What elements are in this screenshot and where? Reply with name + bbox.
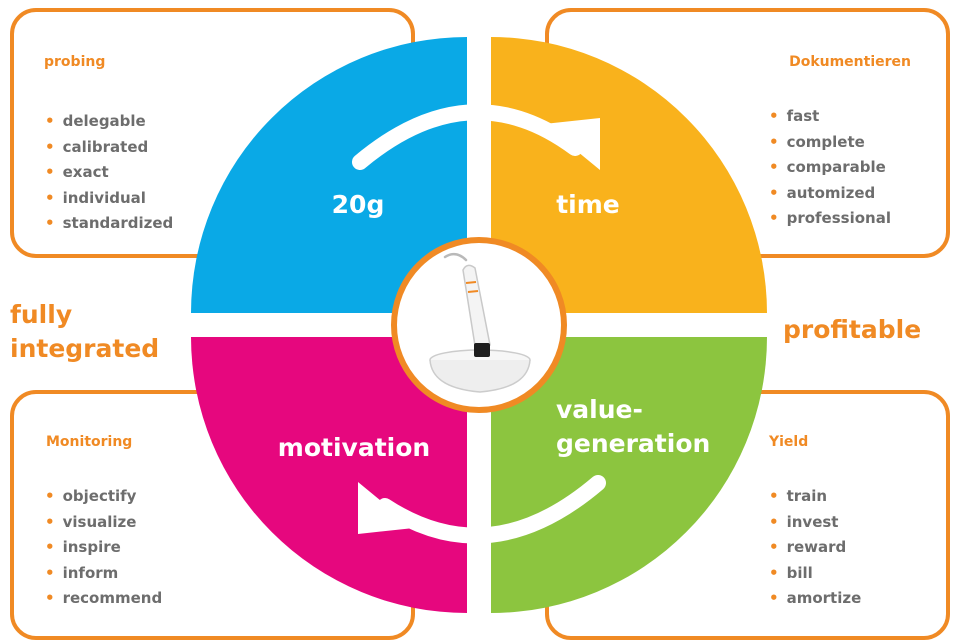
fully-integrated-line2: integrated [10, 334, 160, 363]
top-arrow-head [544, 118, 600, 170]
card-title-probing: probing [44, 54, 106, 70]
bottom-arrow-shaft [377, 475, 606, 544]
list-item: professional [769, 206, 891, 232]
yield-list: train invest reward bill amortize [769, 484, 862, 612]
list-item: standardized [45, 211, 174, 237]
list-item: exact [45, 160, 173, 186]
list-item: amortize [769, 586, 862, 612]
list-item: comparable [769, 155, 891, 181]
card-title-dokumentieren: Dokumentieren [789, 54, 911, 70]
list-item: inspire [45, 535, 162, 561]
dental-probe-device-icon [429, 252, 531, 393]
quadrant-blue [191, 37, 467, 313]
list-item: individual [45, 186, 173, 212]
quadrant-green [491, 337, 767, 613]
label-20g: 20g [332, 190, 385, 219]
list-item: delegable [45, 109, 173, 135]
label-time: time [556, 190, 620, 219]
quadrant-magenta [191, 337, 467, 613]
list-item: objectify [45, 484, 162, 510]
bottom-arrow-head [358, 482, 414, 534]
profitable-label: profitable [783, 315, 922, 344]
list-item: inform [45, 561, 162, 587]
list-item: calibrated [45, 135, 173, 161]
label-generation: generation [556, 429, 710, 458]
list-item: reward [769, 535, 861, 561]
probing-list: delegable calibrated exact individual st… [45, 109, 174, 237]
list-item: automized [769, 181, 891, 207]
list-item: bill [769, 561, 861, 587]
quadrant-yellow [491, 37, 767, 313]
fully-integrated-label: fully integrated [10, 298, 159, 366]
list-item: train [769, 484, 861, 510]
list-item: fast [769, 104, 891, 130]
dokumentieren-list: fast complete comparable automized profe… [769, 104, 891, 232]
list-item: recommend [45, 586, 163, 612]
list-item: invest [769, 510, 861, 536]
list-item: complete [769, 130, 891, 156]
card-title-monitoring: Monitoring [46, 434, 133, 450]
top-arrow-shaft [352, 104, 583, 170]
card-title-yield: Yield [769, 434, 809, 450]
list-item: visualize [45, 510, 162, 536]
label-motivation: motivation [278, 433, 430, 462]
monitoring-list: objectify visualize inspire inform recom… [45, 484, 163, 612]
label-value: value- [556, 395, 643, 424]
fully-integrated-line1: fully [10, 300, 73, 329]
